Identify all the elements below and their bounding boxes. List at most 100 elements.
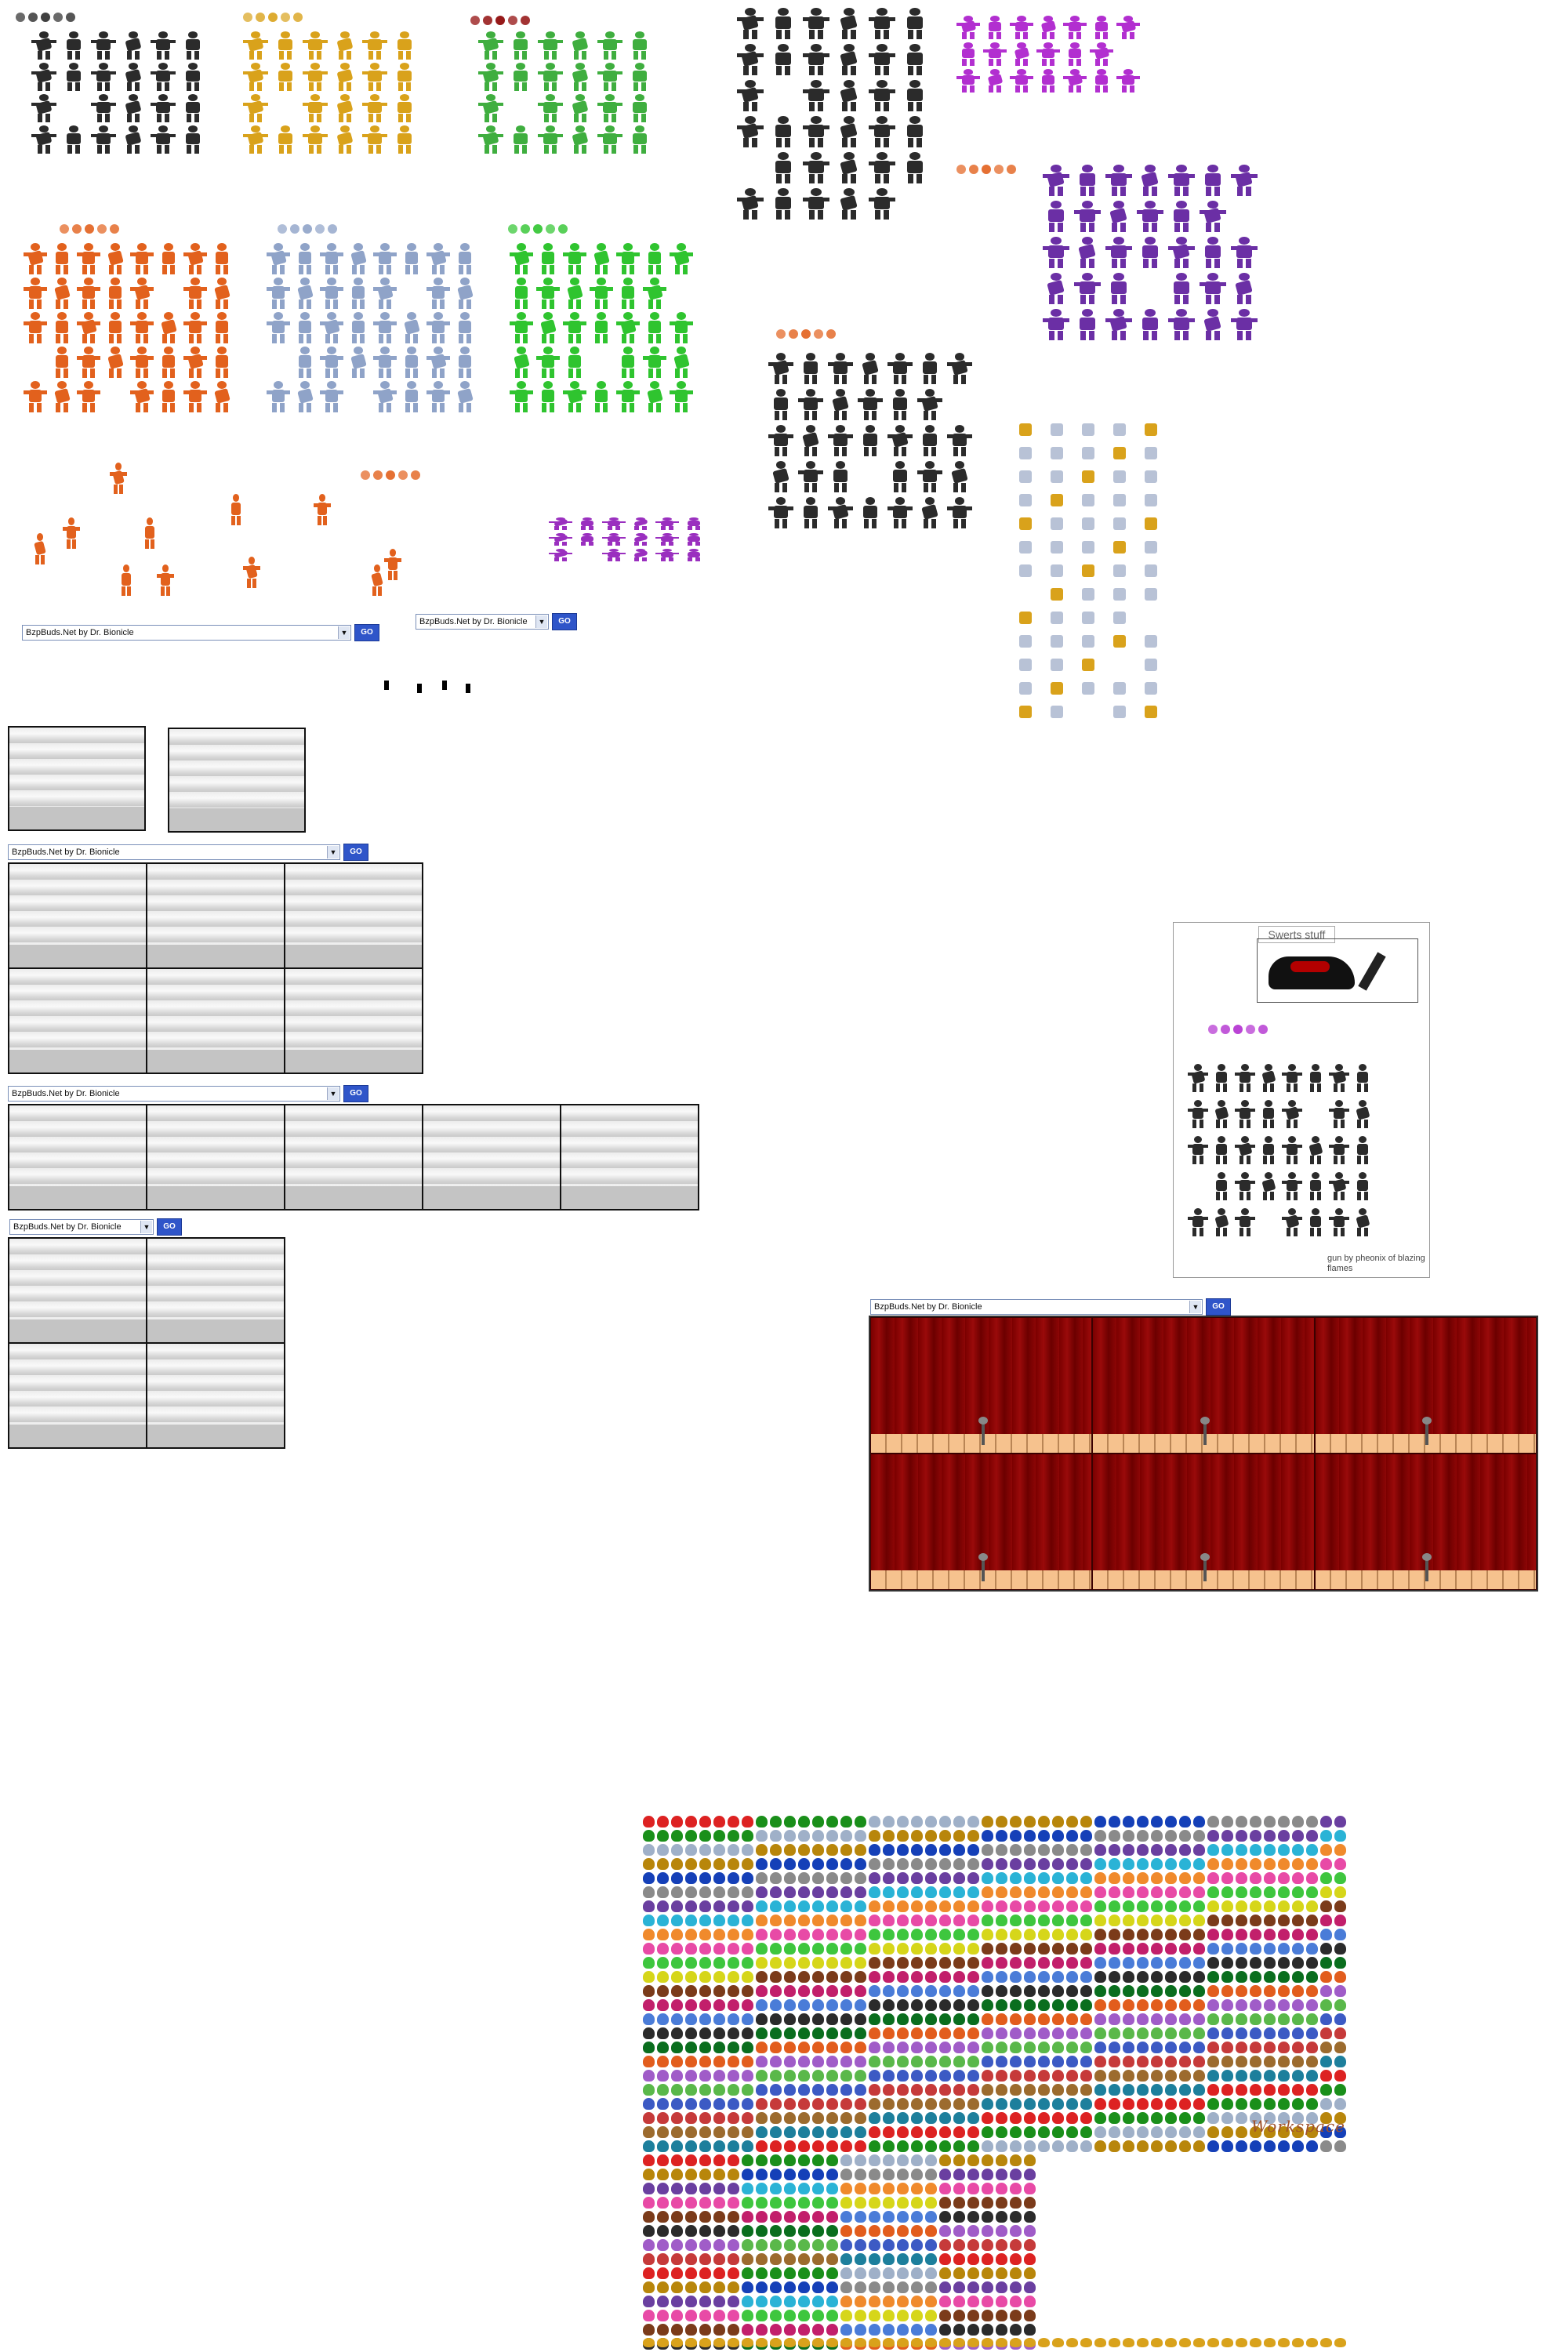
head-icon xyxy=(1137,2140,1149,2152)
head-icon xyxy=(798,2042,810,2053)
head-icon xyxy=(939,2126,951,2138)
head-icon xyxy=(685,1915,697,1926)
dropdown-label: BzpBuds.Net by Dr. Bionicle xyxy=(12,1089,120,1098)
head-icon xyxy=(784,1943,796,1955)
head-icon xyxy=(925,2183,937,2194)
workspace-label: Workspace xyxy=(1251,2117,1345,2136)
stage-cell xyxy=(1092,1317,1315,1454)
head-icon xyxy=(1179,1858,1191,1870)
head-icon xyxy=(925,1971,937,1983)
head-icon xyxy=(967,2197,979,2209)
head-icon xyxy=(643,2140,655,2152)
head-icon xyxy=(1010,1900,1022,1912)
head-icon xyxy=(996,1872,1007,1884)
head-icon xyxy=(756,2126,768,2138)
chevron-down-icon[interactable]: ▼ xyxy=(1189,1301,1201,1313)
head-icon xyxy=(728,1915,739,1926)
dropdown-select[interactable]: BzpBuds.Net by Dr. Bionicle▼ xyxy=(870,1299,1203,1315)
item-icon xyxy=(1082,659,1094,671)
head-icon xyxy=(1109,1858,1120,1870)
dropdown-select[interactable]: BzpBuds.Net by Dr. Bionicle▼ xyxy=(9,1219,154,1235)
dropdown-bar-1[interactable]: BzpBuds.Net by Dr. Bionicle▼ GO xyxy=(22,624,379,641)
dropdown-select[interactable]: BzpBuds.Net by Dr. Bionicle ▼ xyxy=(8,1086,340,1102)
head-icon xyxy=(256,13,265,22)
sprite-sheet-dark-grey-2 xyxy=(768,353,972,528)
head-icon xyxy=(855,2013,866,2025)
character-sprite xyxy=(121,125,146,154)
head-icon xyxy=(1052,1999,1064,2011)
head-icon xyxy=(911,2281,923,2293)
head-icon xyxy=(1306,1957,1318,1969)
go-button[interactable]: GO xyxy=(354,624,379,641)
head-icon xyxy=(840,1985,852,1997)
head-icon xyxy=(1010,2084,1022,2096)
dropdown-select[interactable]: BzpBuds.Net by Dr. Bionicle▼ xyxy=(416,614,549,630)
head-icon xyxy=(742,2197,753,2209)
head-icon xyxy=(855,2098,866,2110)
head-icon xyxy=(756,2169,768,2180)
head-icon xyxy=(713,2154,725,2166)
head-grid-bottom xyxy=(643,2154,1036,2350)
chevron-down-icon[interactable]: ▼ xyxy=(338,626,350,639)
head-icon xyxy=(756,2253,768,2265)
chevron-down-icon[interactable]: ▼ xyxy=(535,615,547,628)
head-icon xyxy=(1109,2027,1120,2039)
head-icon xyxy=(1151,2013,1163,2025)
item-icon xyxy=(1051,659,1063,671)
head-icon xyxy=(1246,1025,1255,1034)
head-icon xyxy=(869,2338,880,2347)
head-icon xyxy=(1080,2112,1092,2124)
head-icon xyxy=(742,1915,753,1926)
head-icon xyxy=(925,2154,937,2166)
head-icon xyxy=(869,2324,880,2336)
go-button[interactable]: GO xyxy=(343,844,368,861)
dropdown-bar-5[interactable]: BzpBuds.Net by Dr. Bionicle▼ GO xyxy=(9,1218,182,1236)
character-sprite xyxy=(737,44,764,75)
head-icon xyxy=(1165,2027,1177,2039)
dropdown-bar-3[interactable]: BzpBuds.Net by Dr. Bionicle▼ GO xyxy=(8,844,368,861)
dropdown-bar-4[interactable]: BzpBuds.Net by Dr. Bionicle ▼ GO xyxy=(8,1085,368,1102)
head-icon xyxy=(742,2239,753,2251)
head-icon xyxy=(826,1985,838,1997)
character-sprite xyxy=(368,564,386,596)
dropdown-bar-2[interactable]: BzpBuds.Net by Dr. Bionicle▼ GO xyxy=(416,613,577,630)
head-icon xyxy=(967,1858,979,1870)
head-icon xyxy=(699,2112,711,2124)
head-icon xyxy=(953,2239,965,2251)
panel-d1 xyxy=(8,1237,147,1344)
go-button[interactable]: GO xyxy=(343,1085,368,1102)
head-icon xyxy=(1221,1816,1233,1828)
head-icon xyxy=(1080,1858,1092,1870)
character-sprite xyxy=(362,94,387,122)
head-icon xyxy=(1236,2084,1247,2096)
head-icon xyxy=(1278,2042,1290,2053)
character-sprite xyxy=(77,347,100,378)
character-sprite xyxy=(77,243,100,274)
head-icon xyxy=(883,2310,895,2321)
head-icon xyxy=(742,2211,753,2223)
character-sprite xyxy=(183,278,207,309)
character-sprite xyxy=(1352,1208,1373,1236)
chevron-down-icon[interactable]: ▼ xyxy=(327,1087,339,1100)
character-sprite xyxy=(1116,69,1140,93)
chevron-down-icon[interactable]: ▼ xyxy=(140,1221,152,1233)
head-icon xyxy=(1306,2112,1318,2124)
swerts-title: Swerts stuff xyxy=(1258,926,1335,943)
go-button[interactable]: GO xyxy=(1206,1298,1231,1316)
dropdown-select[interactable]: BzpBuds.Net by Dr. Bionicle▼ xyxy=(8,844,340,860)
head-icon xyxy=(798,2310,810,2321)
item-icon xyxy=(1082,635,1094,648)
chevron-down-icon[interactable]: ▼ xyxy=(327,846,339,858)
head-icon xyxy=(1137,2056,1149,2067)
dropdown-select[interactable]: BzpBuds.Net by Dr. Bionicle▼ xyxy=(22,625,351,641)
head-icon xyxy=(1123,1999,1134,2011)
head-icon xyxy=(643,1900,655,1912)
go-button[interactable]: GO xyxy=(552,613,577,630)
go-button[interactable]: GO xyxy=(157,1218,182,1236)
head-icon xyxy=(840,2126,852,2138)
dropdown-bar-6[interactable]: BzpBuds.Net by Dr. Bionicle▼ GO xyxy=(870,1298,1231,1316)
head-icon xyxy=(643,1844,655,1856)
head-icon xyxy=(1109,1900,1120,1912)
head-icon xyxy=(1334,2070,1346,2082)
head-icon xyxy=(911,2197,923,2209)
